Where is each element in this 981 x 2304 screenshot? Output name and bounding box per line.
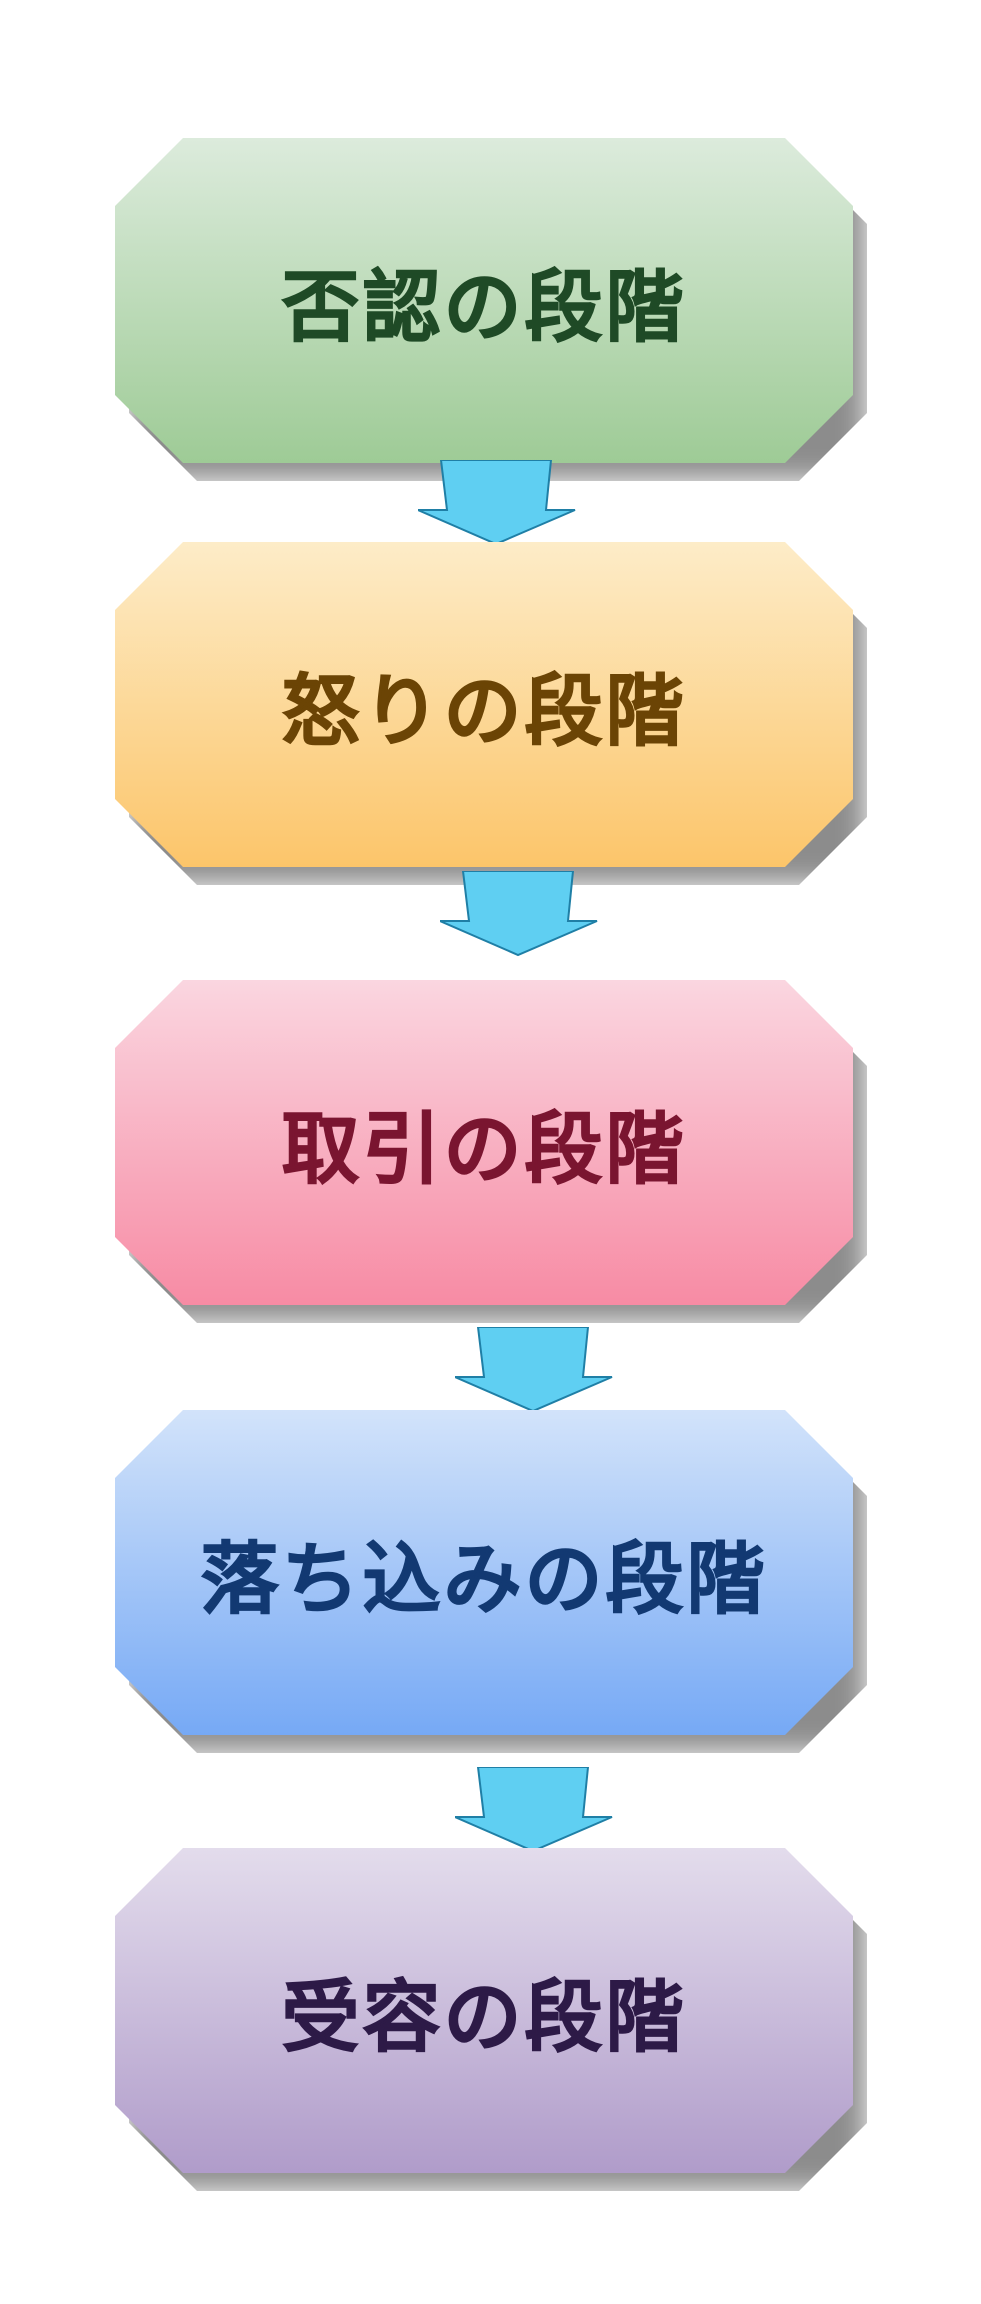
stage-box-depression: 落ち込みの段階 bbox=[115, 1410, 867, 1753]
stage-box-bargaining: 取引の段階 bbox=[115, 980, 867, 1323]
stage-label-depression: 落ち込みの段階 bbox=[200, 1534, 768, 1625]
stage-shape: 落ち込みの段階 bbox=[115, 1410, 853, 1735]
stage-box-denial: 否認の段階 bbox=[115, 138, 867, 481]
stage-shape: 否認の段階 bbox=[115, 138, 853, 463]
stage-label-bargaining: 取引の段階 bbox=[281, 1104, 687, 1195]
stage-label-anger: 怒りの段階 bbox=[281, 666, 687, 757]
stage-shape: 怒りの段階 bbox=[115, 542, 853, 867]
arrow-down-icon bbox=[440, 871, 598, 957]
stage-label-acceptance: 受容の段階 bbox=[281, 1972, 687, 2063]
stage-box-acceptance: 受容の段階 bbox=[115, 1848, 867, 2191]
stage-box-anger: 怒りの段階 bbox=[115, 542, 867, 885]
stage-shape: 受容の段階 bbox=[115, 1848, 853, 2173]
stage-label-denial: 否認の段階 bbox=[281, 262, 687, 353]
arrow-down-icon bbox=[418, 460, 576, 546]
stage-shape: 取引の段階 bbox=[115, 980, 853, 1305]
arrow-down-icon bbox=[455, 1767, 613, 1853]
arrow-down-icon bbox=[455, 1327, 613, 1413]
